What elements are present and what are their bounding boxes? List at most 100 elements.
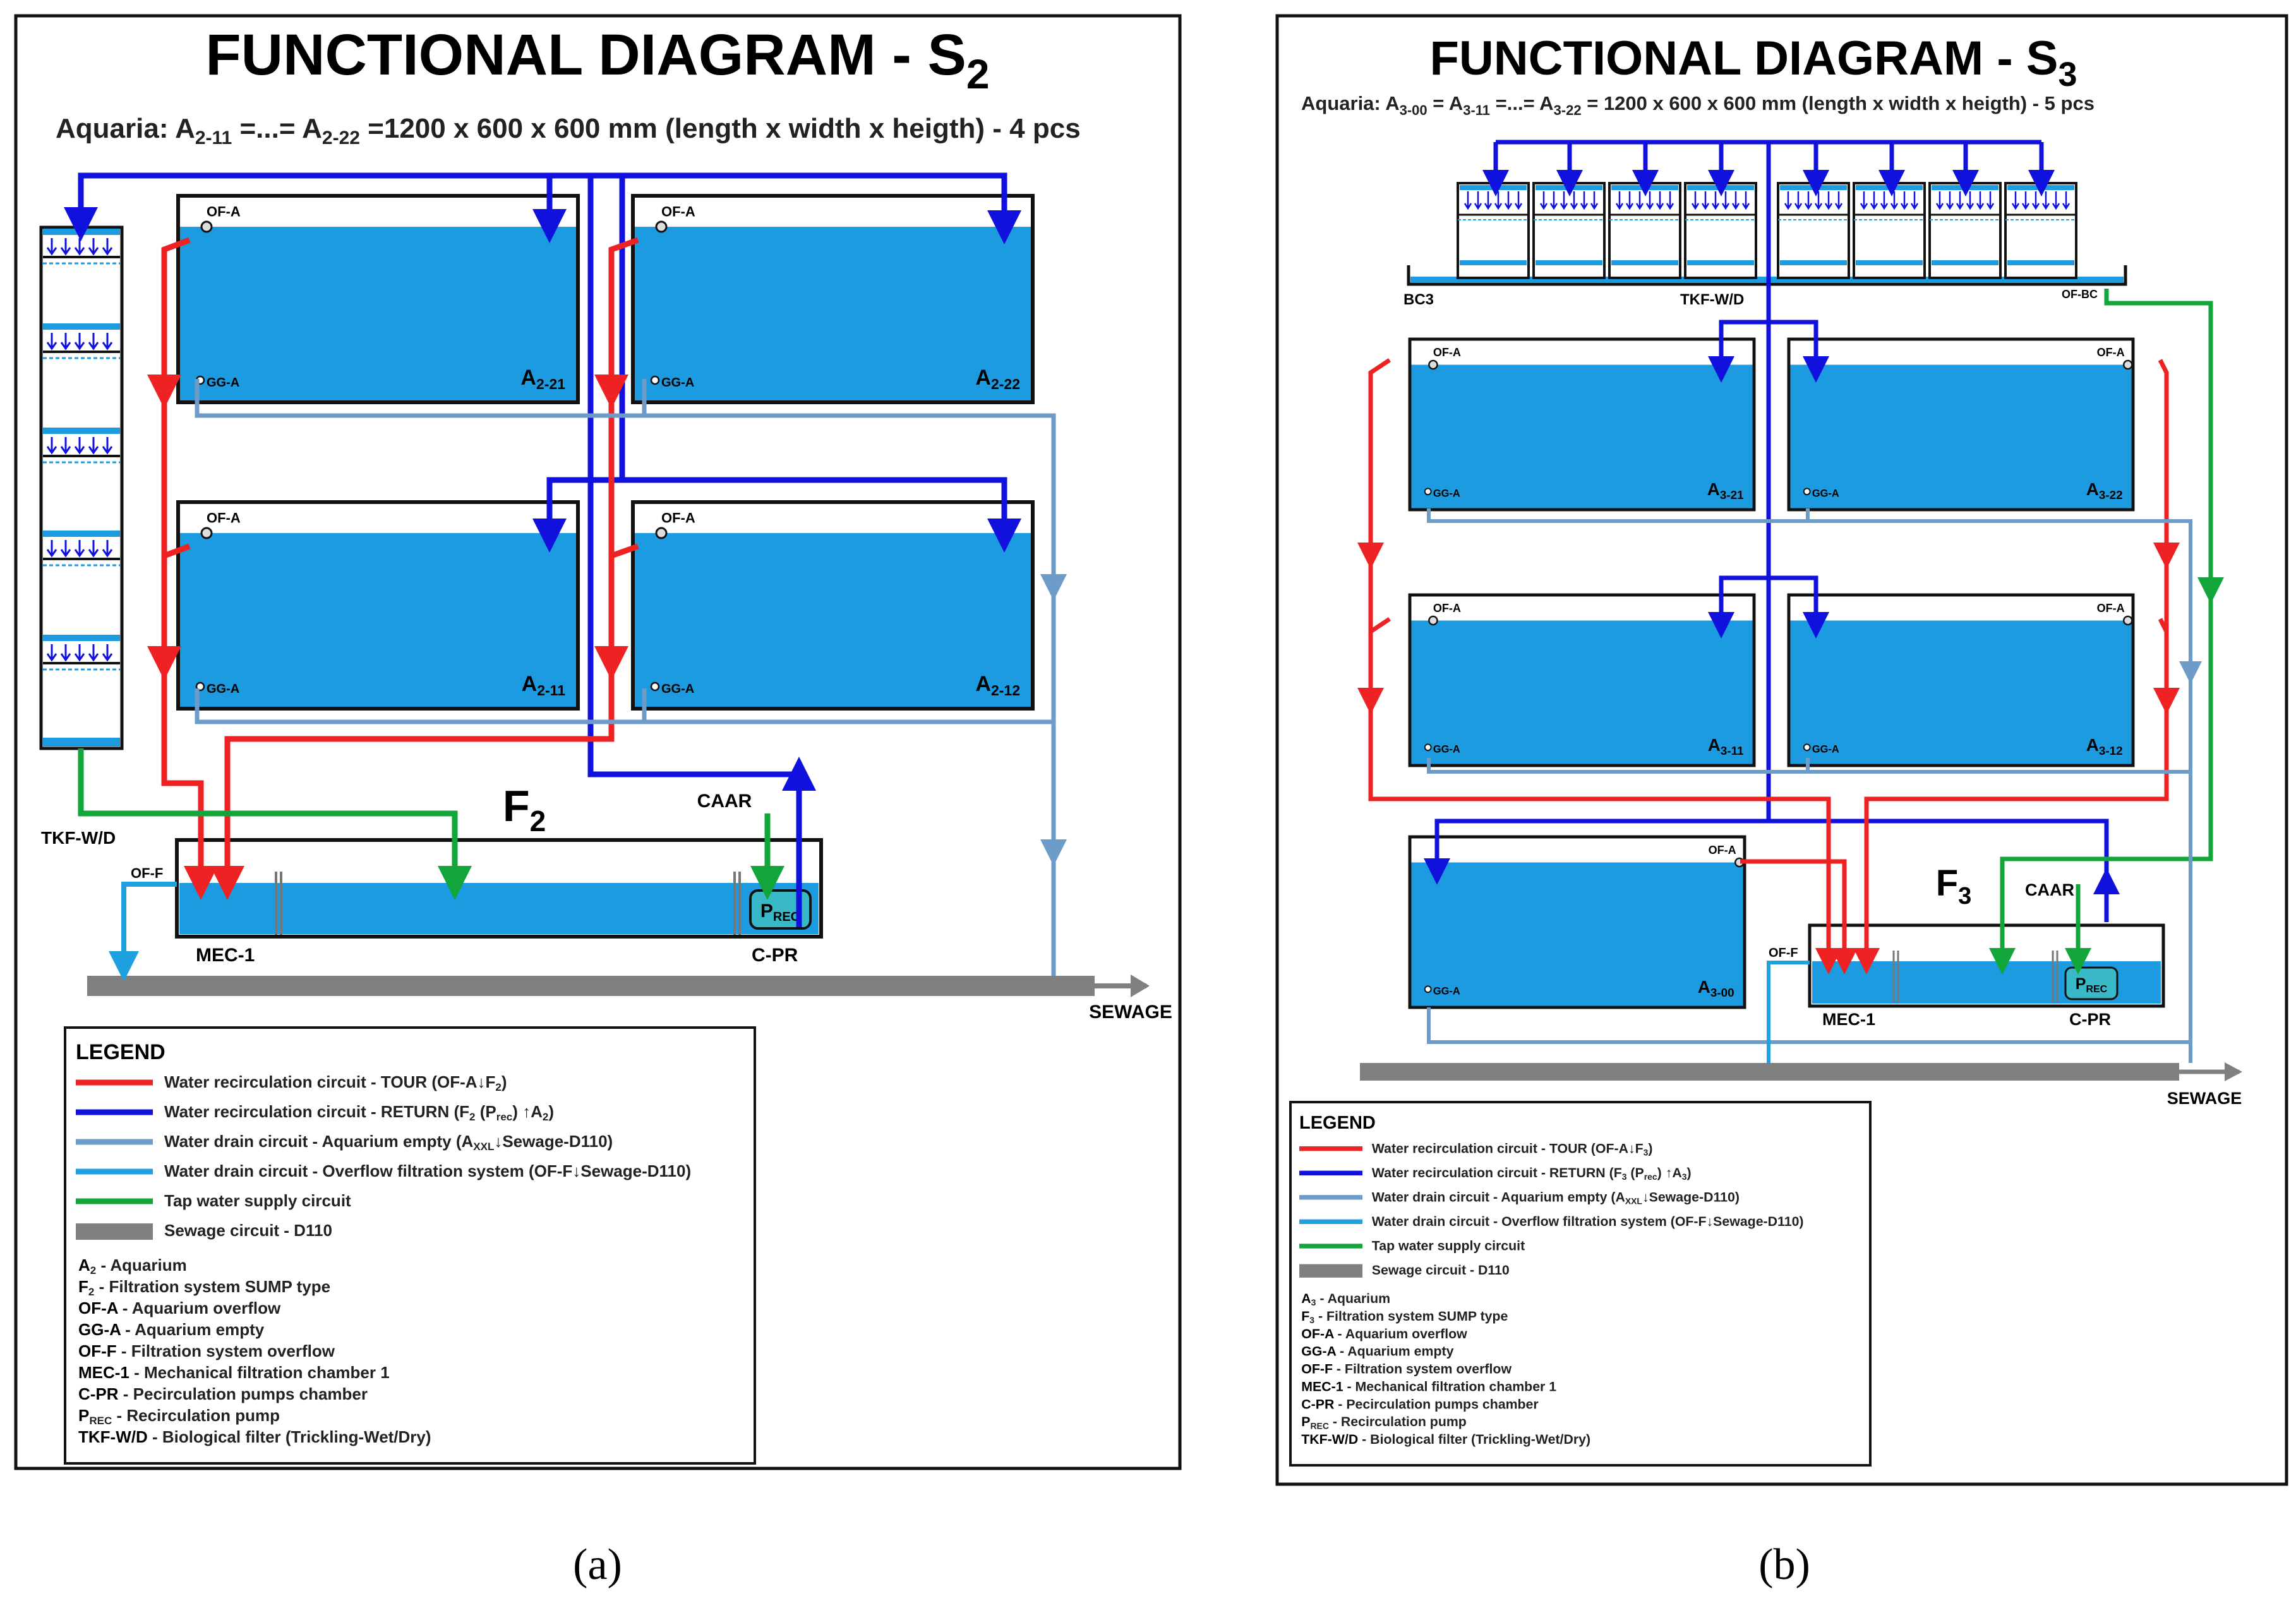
legend-entry: Water recirculation circuit - RETURN (F3… [1299, 1165, 1692, 1182]
overflow-label: OF-A [1709, 844, 1736, 856]
tkf-tray [43, 323, 120, 359]
legend-entry-label: Water drain circuit - Overflow filtratio… [1372, 1214, 1804, 1229]
tank-label: A3-21 [1707, 479, 1744, 501]
legend-b: LEGEND Water recirculation circuit - TOU… [1289, 1101, 1872, 1467]
legend-entry: Water drain circuit - Overflow filtratio… [1299, 1214, 1804, 1229]
sewage-label-b: SEWAGE [2167, 1089, 2242, 1108]
sewage-label-a: SEWAGE [1089, 1002, 1172, 1023]
overflow-port [1428, 615, 1438, 626]
bc-trickling-box [1777, 182, 1850, 279]
pipes-b [1357, 140, 2224, 1063]
mec-label-a: MEC-1 [196, 945, 255, 966]
legend-entry: Sewage circuit - D110 [76, 1221, 332, 1240]
tkf-tray [43, 531, 120, 567]
filter-label-f3: F3 [1936, 863, 1972, 909]
overflow-label: OF-A [1433, 346, 1461, 359]
empty-label: GG-A [1433, 744, 1460, 755]
legend-entry: Water recirculation circuit - RETURN (F2… [76, 1102, 554, 1123]
empty-valve [1803, 743, 1811, 752]
caption-b: (b) [1758, 1540, 1810, 1589]
tkf-label-b: TKF-W/D [1680, 291, 1744, 308]
legend-entry: Water recirculation circuit - TOUR (OF-A… [1299, 1141, 1653, 1157]
overflow-port [2123, 359, 2133, 370]
sump-f2: PREC [175, 838, 823, 939]
panel-a: FUNCTIONAL DIAGRAM - S2 Aquaria: A2-11 =… [14, 14, 1182, 1589]
panel-a-aquaria-line: Aquaria: A2-11 =...= A2-22 =1200 x 600 x… [56, 113, 1081, 148]
panel-b-aquaria-line: Aquaria: A3-00 = A3-11 =...= A3-22 = 120… [1301, 92, 2095, 118]
legend-entry-label: Water drain circuit - Aquarium empty (AX… [164, 1132, 613, 1153]
empty-valve [650, 681, 660, 692]
legend-abbrev: A2 - Aquarium [78, 1256, 187, 1276]
cpr-label-b: C-PR [2069, 1010, 2111, 1029]
legend-entry-label: Tap water supply circuit [164, 1191, 351, 1210]
svg-text:LEGEND: LEGEND [76, 1040, 165, 1064]
overflow-port [200, 527, 213, 539]
overflow-label: OF-A [1433, 602, 1461, 615]
legend-entry-label: Tap water supply circuit [1372, 1238, 1525, 1253]
cpr-label-a: C-PR [752, 945, 798, 966]
legend-abbrev: PREC - Recirculation pump [78, 1406, 280, 1427]
tank-a3-21: OF-A GG-A A3-21 [1408, 337, 1756, 512]
bc-trickling-box [1928, 182, 2002, 279]
tkf-tray [43, 428, 120, 464]
caar-label-b: CAAR [2025, 880, 2074, 899]
legend-abbrev: OF-F - Filtration system overflow [1301, 1362, 1512, 1377]
empty-label: GG-A [1433, 488, 1460, 500]
overflow-port [655, 220, 668, 233]
panel-b: FUNCTIONAL DIAGRAM - S3 Aquaria: A3-00 =… [1275, 14, 2288, 1589]
bc3-label: BC3 [1403, 291, 1434, 308]
legend-entry: Water drain circuit - Aquarium empty (AX… [1299, 1189, 1740, 1206]
legend-entry-label: Water recirculation circuit - RETURN (F2… [164, 1102, 554, 1123]
legend-entry: Water drain circuit - Aquarium empty (AX… [76, 1132, 613, 1153]
overflow-port [2123, 615, 2133, 626]
empty-label: GG-A [207, 682, 239, 696]
legend-abbrev: MEC-1 - Mechanical filtration chamber 1 [1301, 1379, 1556, 1394]
legend-entry-label: Water recirculation circuit - TOUR (OF-A… [164, 1072, 507, 1093]
bc-trickling-box [1853, 182, 1926, 279]
sewage-pipe-b [1360, 1063, 2179, 1081]
pump-label-a: PREC [760, 901, 800, 924]
legend-a: LEGEND Water recirculation circuit - TOU… [64, 1026, 756, 1465]
empty-valve [1424, 488, 1432, 496]
legend-entry: Tap water supply circuit [76, 1191, 351, 1210]
legend-entry-label: Water drain circuit - Aquarium empty (AX… [1372, 1189, 1740, 1206]
legend-abbrev: MEC-1 - Mechanical filtration chamber 1 [78, 1363, 390, 1382]
legend-abbrev: OF-A - Aquarium overflow [78, 1299, 281, 1317]
overflow-label: OF-A [207, 204, 241, 220]
off-label-a: OF-F [131, 865, 163, 881]
legend-abbrev: GG-A - Aquarium empty [1301, 1344, 1453, 1359]
tkf-label-a: TKF-W/D [41, 828, 116, 848]
legend-abbrev: OF-A - Aquarium overflow [1301, 1326, 1467, 1341]
legend-abbrev: F3 - Filtration system SUMP type [1301, 1309, 1508, 1325]
empty-valve [1803, 488, 1811, 496]
recirculation-pump-b [2064, 966, 2119, 1000]
bc-trickling-box [2004, 182, 2077, 279]
panel-b-title: FUNCTIONAL DIAGRAM - S3 [1429, 32, 2077, 93]
caption-a: (a) [573, 1540, 622, 1589]
legend-entry-label: Sewage circuit - D110 [1372, 1263, 1510, 1278]
bc-trickling-box [1532, 182, 1606, 279]
legend-abbrev: F2 - Filtration system SUMP type [78, 1277, 330, 1298]
bc-trickling-box [1457, 182, 1530, 279]
caar-label-a: CAAR [697, 791, 752, 812]
empty-label: GG-A [1812, 488, 1839, 500]
tank-label: A3-00 [1698, 977, 1734, 999]
legend-entry: Tap water supply circuit [1299, 1238, 1525, 1253]
bc-trickling-box [1684, 182, 1757, 279]
filter-label-f2: F2 [503, 781, 546, 837]
tank-label: A2-11 [522, 672, 566, 699]
empty-valve [650, 375, 660, 385]
overflow-label: OF-A [207, 510, 241, 526]
empty-label: GG-A [1433, 986, 1460, 997]
svg-text:LEGEND: LEGEND [1299, 1113, 1376, 1133]
sump-f3: PREC [1808, 923, 2165, 1008]
panel-a-title: FUNCTIONAL DIAGRAM - S2 [205, 23, 989, 97]
legend-abbrev: GG-A - Aquarium empty [78, 1320, 265, 1339]
overflow-label: OF-A [2097, 602, 2125, 615]
empty-label: GG-A [1812, 744, 1839, 755]
pipes-a [64, 172, 1067, 981]
